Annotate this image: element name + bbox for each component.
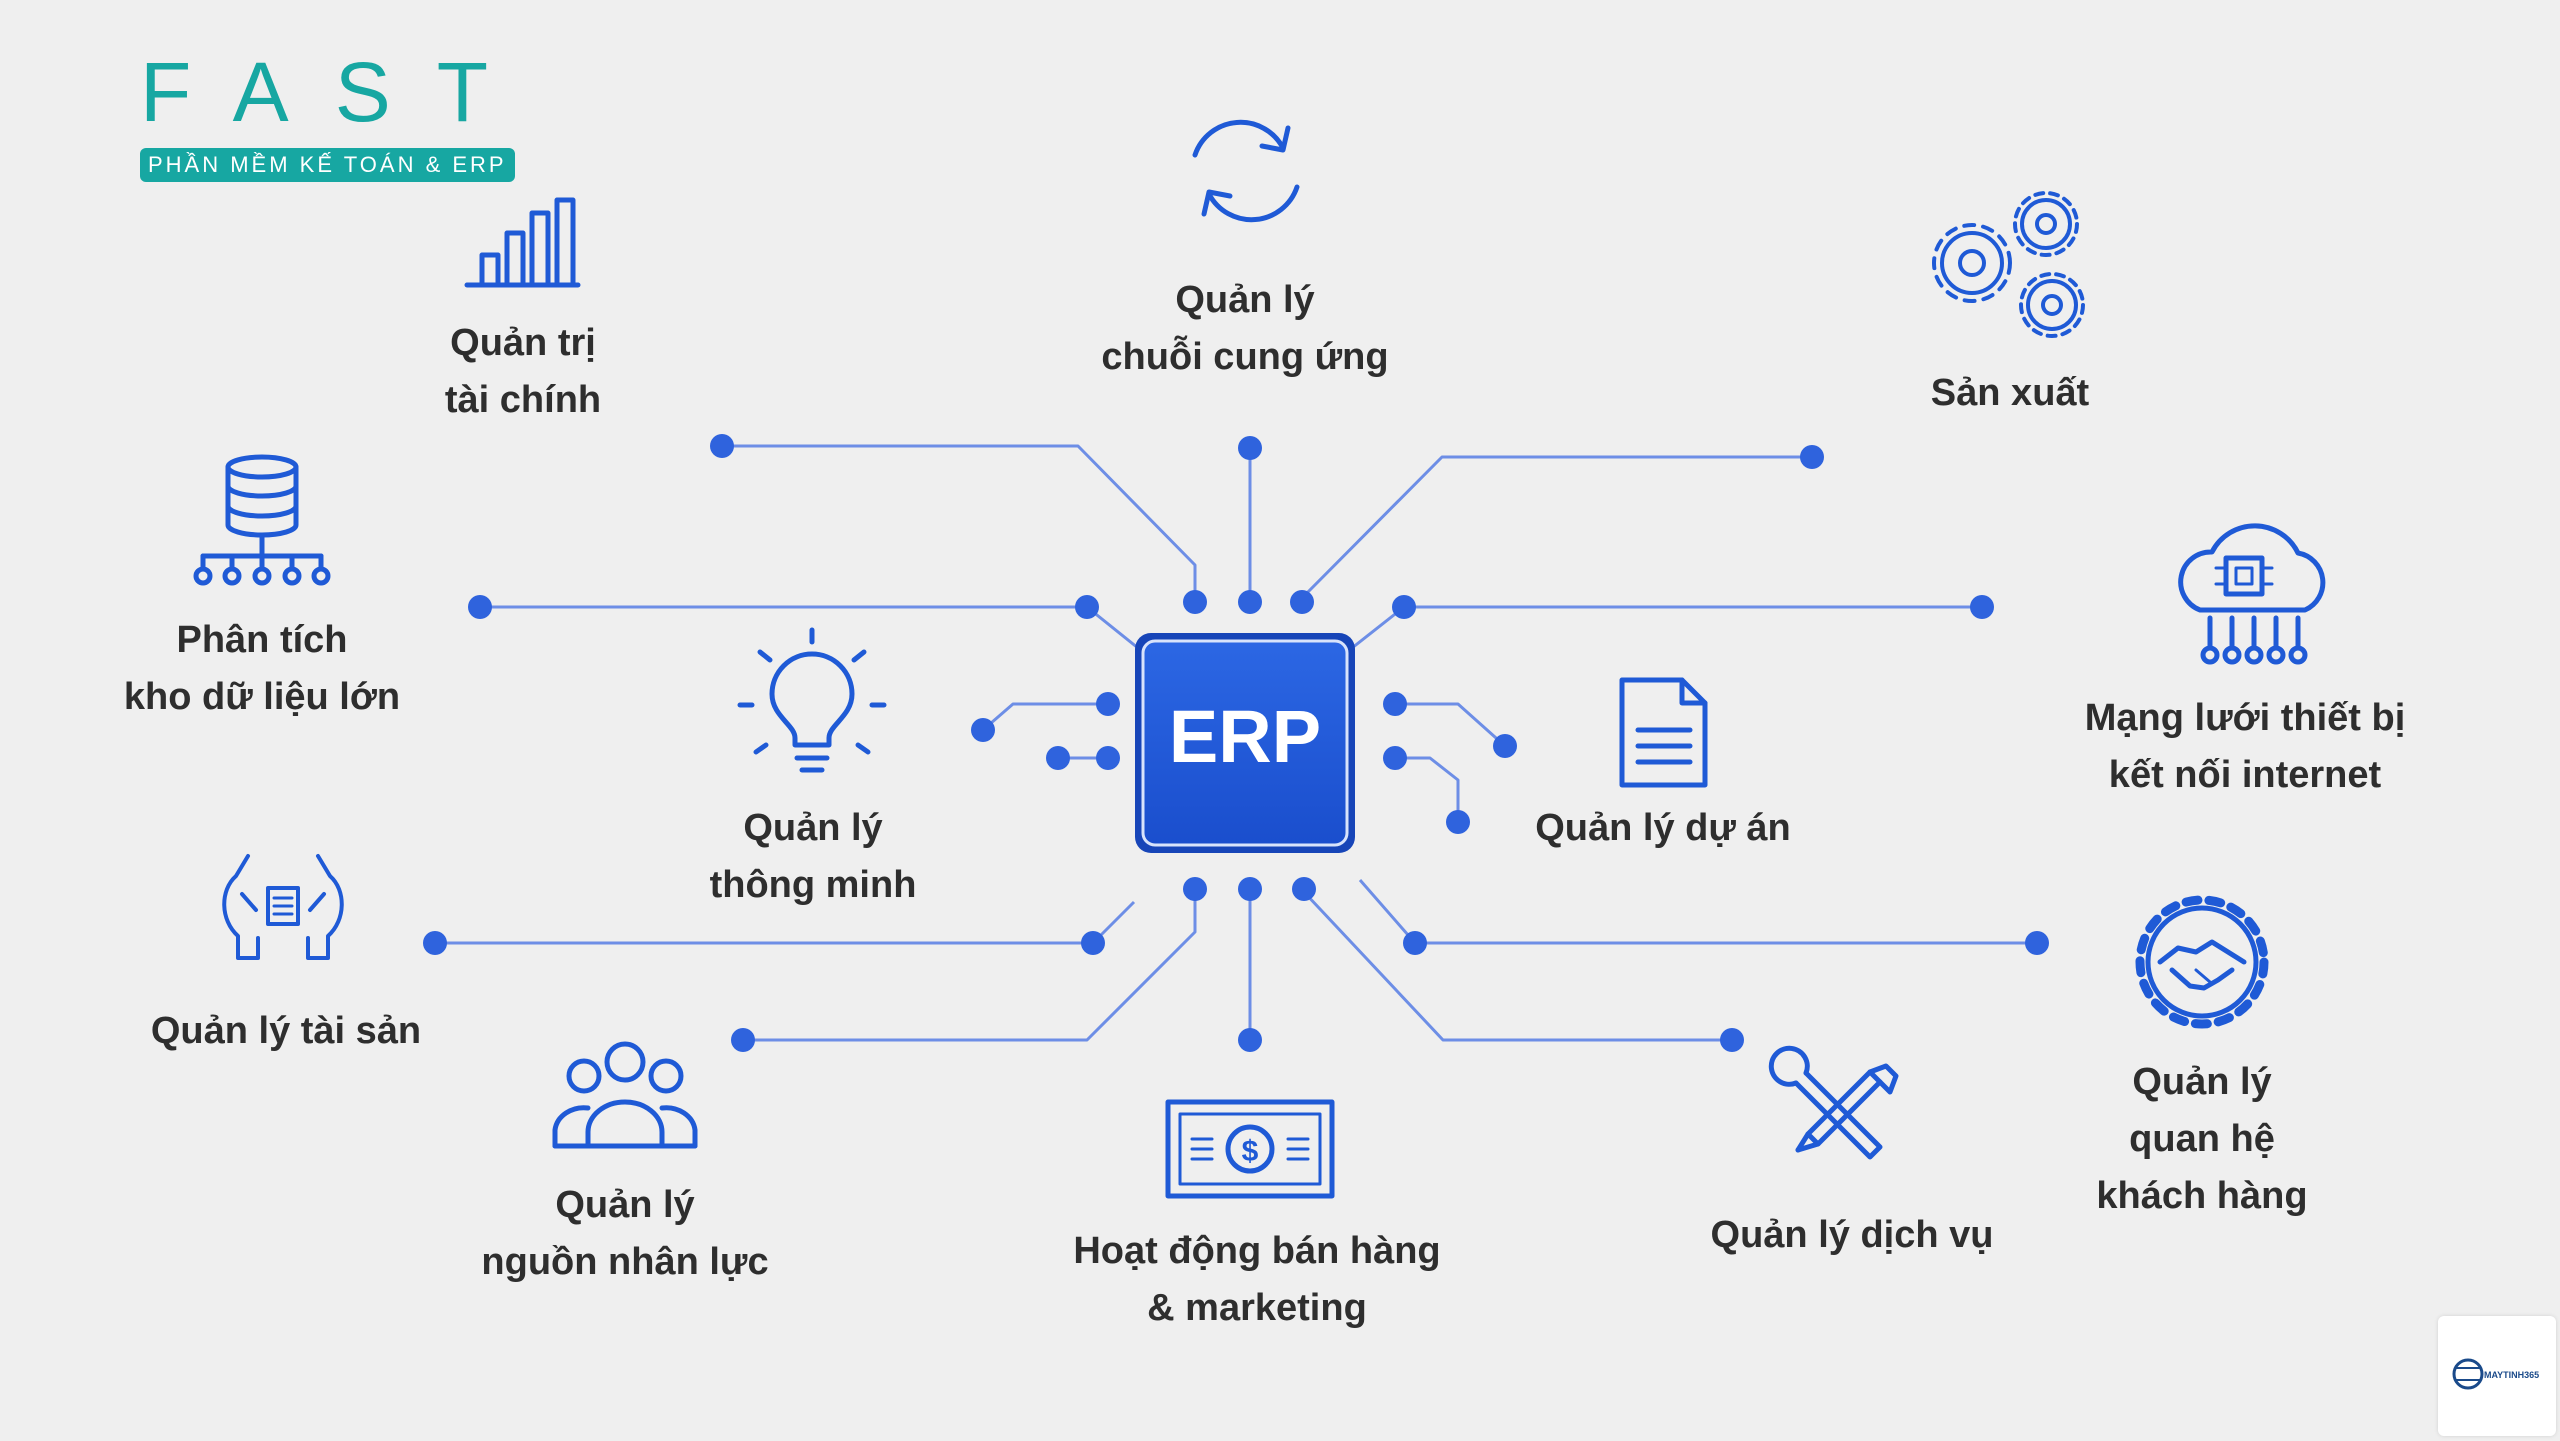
svg-text:$: $	[1242, 1135, 1259, 1168]
lightbulb-icon	[737, 627, 887, 773]
cloud-chip-icon	[2178, 523, 2326, 665]
document-icon	[1619, 677, 1708, 788]
bar-chart-icon	[464, 197, 581, 288]
watermark-text: MAYTINH365	[2484, 1370, 2540, 1380]
module-label-hr: Quản lý nguồn nhân lực	[481, 1184, 769, 1283]
connector-project-top	[1395, 702, 1506, 748]
connector-big-data	[480, 605, 1139, 650]
module-label-project: Quản lý dự án	[1535, 807, 1791, 849]
connector-project-bottom	[1395, 756, 1460, 822]
module-label-crm: Quản lý quan hệ khách hàng	[2096, 1061, 2308, 1217]
logo-brand: FAST	[140, 45, 535, 139]
module-label-sales: Hoạt động bán hàng & marketing	[1073, 1230, 1441, 1329]
connector-iot	[1351, 605, 1982, 650]
fast-logo: FAST PHẦN MỀM KẾ TOÁN & ERP	[140, 50, 560, 182]
module-label-manufacturing: Sản xuất	[1930, 372, 2090, 414]
hands-money-icon	[222, 854, 344, 960]
connector-smart-top	[982, 702, 1108, 732]
sync-arrows-icon	[1192, 119, 1300, 223]
module-label-big-data: Phân tích kho dữ liệu lớn	[123, 619, 401, 718]
module-label-finance: Quản trị tài chính	[444, 322, 602, 421]
handshake-gear-icon	[2135, 895, 2269, 1029]
module-label-iot: Mạng lưới thiết bị kết nối internet	[2084, 697, 2406, 796]
connector-dots	[423, 434, 2049, 1052]
watermark-globe-icon	[2452, 1358, 2484, 1390]
module-label-assets: Quản lý tài sản	[150, 1010, 422, 1052]
erp-label: ERP	[1169, 695, 1321, 778]
tools-icon	[1768, 1045, 1899, 1160]
connector-service	[1302, 889, 1732, 1042]
connector-crm	[1358, 879, 2037, 945]
connector-hr	[743, 889, 1197, 1042]
banknote-icon: $	[1165, 1099, 1335, 1199]
logo-tagline: PHẦN MỀM KẾ TOÁN & ERP	[140, 148, 515, 182]
people-group-icon	[552, 1041, 698, 1149]
database-icon	[193, 454, 331, 586]
erp-chip: ERP	[1135, 633, 1355, 853]
module-label-service: Quản lý dịch vụ	[1710, 1214, 1994, 1256]
module-label-supply-chain: Quản lý chuỗi cung ứng	[1101, 279, 1389, 378]
connector-manufacturing	[1300, 455, 1812, 600]
watermark-badge: MAYTINH365	[2438, 1316, 2556, 1436]
module-label-smart: Quản lý thông minh	[709, 807, 917, 906]
connector-finance	[722, 444, 1197, 602]
gears-icon	[1932, 191, 2085, 338]
